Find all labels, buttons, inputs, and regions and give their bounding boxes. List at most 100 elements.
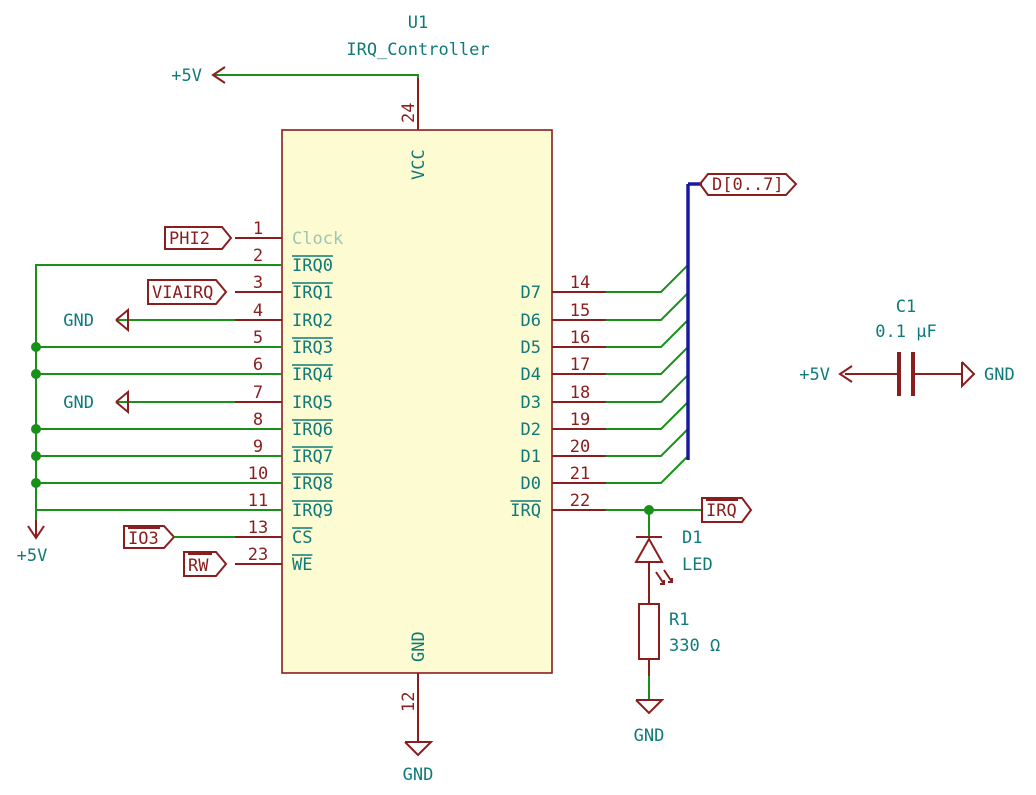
junction — [31, 478, 41, 488]
pin-name: D4 — [521, 365, 541, 385]
rw-label-text: RW — [188, 556, 209, 576]
capacitor-c1: C1 0.1 µF +5V GND — [799, 297, 1015, 396]
pin-name: WE — [292, 555, 312, 575]
gnd-irq5-symbol — [115, 389, 129, 415]
gnd-irq5-label: GND — [63, 393, 94, 413]
gnd-bottom-symbol — [404, 741, 434, 757]
bus-entry — [606, 292, 689, 321]
pin-number: 4 — [253, 301, 263, 321]
pin-number: 9 — [253, 437, 263, 457]
gnd-pin-number: 12 — [399, 692, 419, 712]
pin-name: D5 — [521, 338, 541, 358]
gnd-irq2-label: GND — [63, 311, 94, 331]
pin-name: IRQ — [510, 501, 541, 521]
junction — [31, 424, 41, 434]
junction — [31, 342, 41, 352]
gnd-irq2-symbol — [115, 307, 129, 333]
capacitor-ref: C1 — [896, 297, 916, 317]
capacitor-value: 0.1 µF — [875, 322, 936, 342]
pin-name: IRQ6 — [292, 420, 333, 440]
gnd-net-bottom: GND 12 GND — [399, 631, 434, 785]
pin-name: IRQ2 — [292, 311, 333, 331]
pin-name: D6 — [521, 311, 541, 331]
pin-number: 2 — [253, 246, 263, 266]
pin-number: 15 — [570, 301, 590, 321]
plus5v-top-symbol — [211, 66, 226, 84]
junction — [31, 451, 41, 461]
gnd-r1-label: GND — [634, 726, 665, 746]
irq-out-label-text: IRQ — [706, 501, 737, 521]
bus-entry — [606, 401, 689, 430]
gnd-cap-label: GND — [984, 365, 1015, 385]
u1-body — [281, 129, 553, 674]
pin-name: IRQ7 — [292, 447, 333, 467]
data-bus-label-text: D[0..7] — [712, 175, 784, 195]
gnd-bottom-label: GND — [403, 765, 434, 785]
pin-number: 10 — [248, 464, 268, 484]
pin-number: 14 — [570, 273, 590, 293]
pin-number: 7 — [253, 383, 263, 403]
led-ref: D1 — [682, 528, 702, 548]
pin-name: IRQ4 — [292, 365, 333, 385]
junction — [31, 369, 41, 379]
plus5v-cap-symbol — [838, 365, 853, 383]
pin-number: 23 — [248, 545, 268, 565]
u1-value: IRQ_Controller — [346, 40, 489, 60]
pin-name: D3 — [521, 393, 541, 413]
pin-number: 3 — [253, 273, 263, 293]
gnd-pin-name: GND — [409, 631, 429, 662]
pin-number: 11 — [248, 491, 268, 511]
led-d1: D1 LED — [634, 510, 713, 604]
pin-number: 18 — [570, 383, 590, 403]
global-label-phi2: PHI2 — [164, 226, 233, 250]
pin-number: 6 — [253, 355, 263, 375]
pin-name: Clock — [292, 229, 343, 249]
pin-number: 22 — [570, 491, 590, 511]
pin-number: 1 — [253, 219, 263, 239]
resistor-r1: GND R1 330 Ω — [634, 603, 720, 746]
pin-name: IRQ9 — [292, 501, 333, 521]
pin-number: 17 — [570, 355, 590, 375]
pin-name: IRQ1 — [292, 283, 333, 303]
pin-number: 8 — [253, 410, 263, 430]
gnd-irq5: GND — [63, 389, 235, 415]
resistor-value: 330 Ω — [669, 636, 720, 656]
pin-name: CS — [292, 528, 312, 548]
bus-entry — [606, 374, 689, 403]
global-label-rw: RW — [183, 551, 228, 577]
pin-number: 16 — [570, 328, 590, 348]
pin-name: IRQ5 — [292, 393, 333, 413]
pin-number: 19 — [570, 410, 590, 430]
pin-name: D2 — [521, 420, 541, 440]
pin-number: 20 — [570, 437, 590, 457]
pin-name: D1 — [521, 447, 541, 467]
vcc-pin-name: VCC — [409, 149, 429, 180]
vcc-net: +5V 24 VCC — [171, 66, 429, 180]
io3-label-text: IO3 — [128, 529, 159, 549]
pin-name: D7 — [521, 283, 541, 303]
pin-number: 5 — [253, 328, 263, 348]
pin-name: IRQ8 — [292, 474, 333, 494]
bus-entry — [606, 319, 689, 348]
led-value: LED — [682, 555, 713, 575]
bus-entry — [606, 428, 689, 457]
plus5v-cap-label: +5V — [799, 365, 830, 385]
